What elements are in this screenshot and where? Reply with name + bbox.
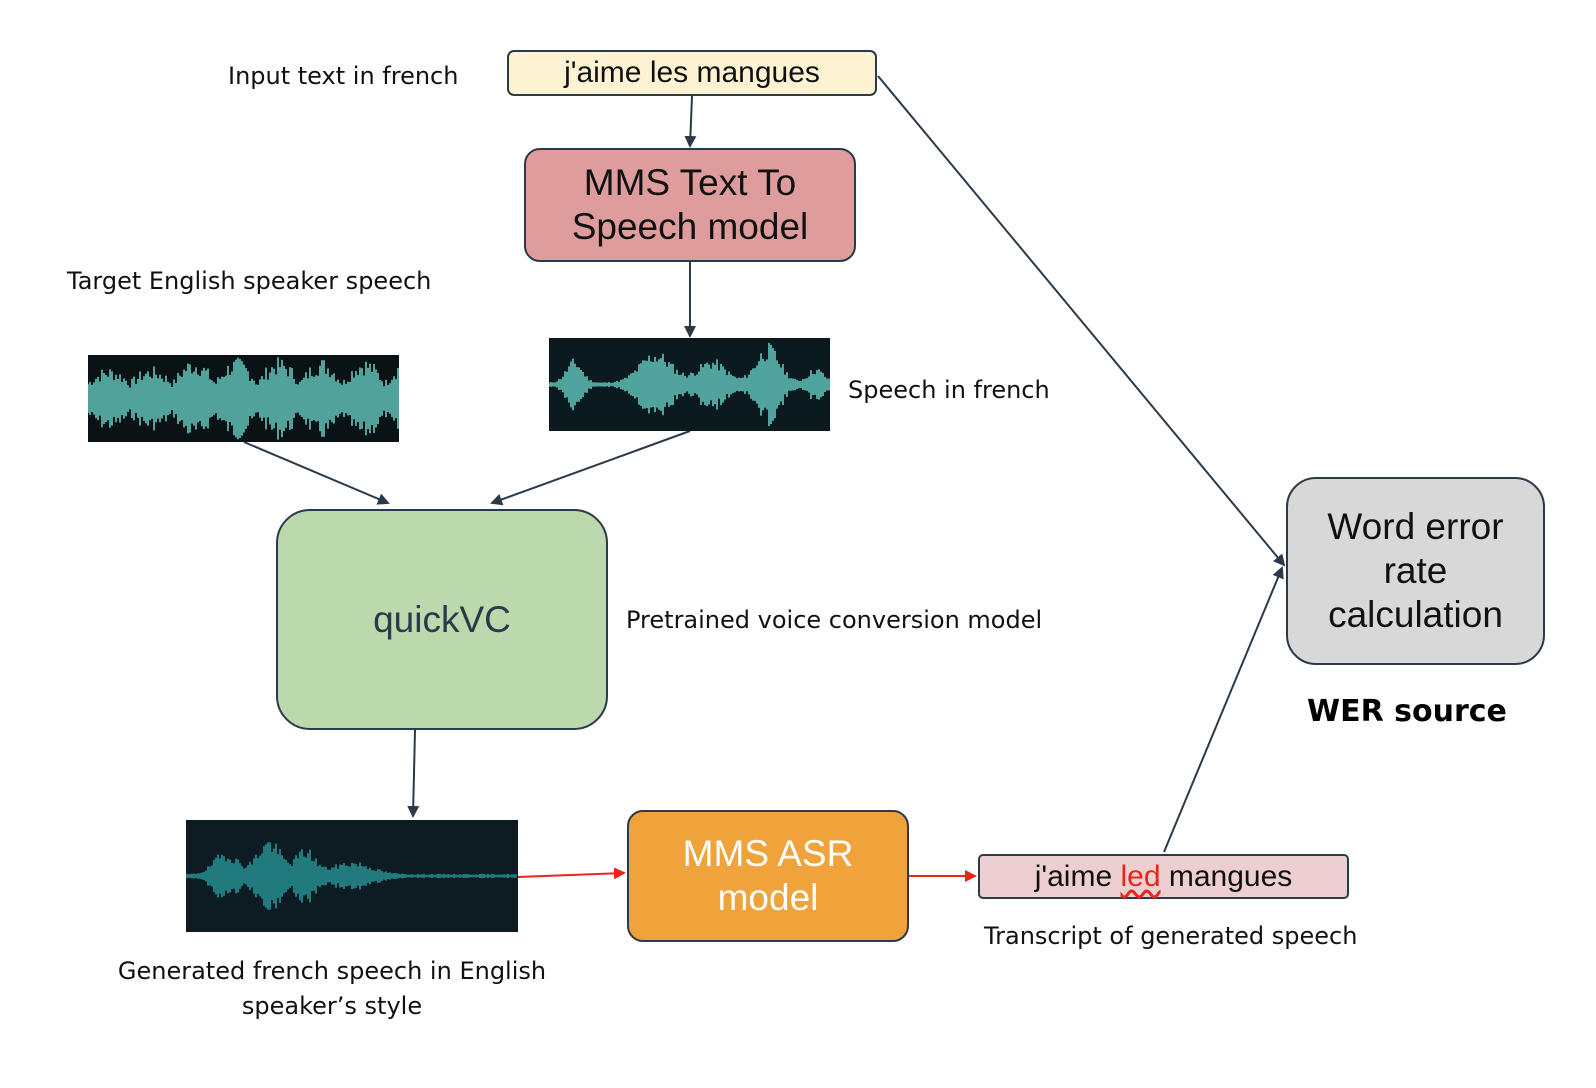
generated-speech-waveform (186, 820, 518, 932)
wer-source-label: WER source (1307, 694, 1507, 729)
transcript-box: j'aime led mangues (978, 854, 1349, 899)
transcript-part3: mangues (1160, 859, 1293, 893)
arrow-speech-to-quickvc (490, 430, 691, 506)
arrow-transcript-to-wer (1163, 566, 1284, 853)
wer-line2: rate (1383, 550, 1448, 591)
input-text: j'aime les mangues (564, 56, 820, 89)
generated-caption-line2: speaker’s style (241, 992, 423, 1020)
asr-line1: MMS ASR (682, 833, 854, 874)
target-speaker-caption: Target English speaker speech (67, 267, 432, 295)
asr-line2: model (717, 877, 819, 918)
arrow-generated-to-asr (517, 867, 626, 880)
tts-line1: MMS Text To (583, 162, 797, 203)
transcript-caption: Transcript of generated speech (984, 922, 1358, 950)
input-text-caption: Input text in french (228, 62, 459, 90)
french-speech-waveform (549, 338, 830, 431)
input-text-box: j'aime les mangues (507, 50, 877, 96)
tts-line2: Speech model (571, 206, 809, 247)
wer-box: Word error rate calculation (1286, 477, 1545, 665)
pretrained-caption: Pretrained voice conversion model (626, 606, 1043, 634)
arrow-input-to-wer (877, 75, 1286, 567)
wer-line3: calculation (1328, 594, 1503, 635)
speech-french-caption: Speech in french (848, 376, 1050, 404)
quickvc-label: quickVC (373, 598, 511, 640)
transcript-part1: j'aime (1034, 859, 1121, 893)
quickvc-box: quickVC (276, 509, 608, 730)
transcript-error-word: led (1120, 859, 1161, 893)
generated-caption-line1: Generated french speech in English (117, 957, 547, 985)
arrow-quickvc-to-generated (407, 729, 420, 818)
wer-line1: Word error (1327, 506, 1504, 547)
arrow-input-to-tts (684, 95, 697, 148)
asr-model-box: MMS ASR model (627, 810, 909, 942)
tts-model-box: MMS Text To Speech model (524, 148, 856, 262)
arrow-target-to-quickvc (243, 441, 390, 505)
target-speaker-waveform (88, 355, 399, 442)
